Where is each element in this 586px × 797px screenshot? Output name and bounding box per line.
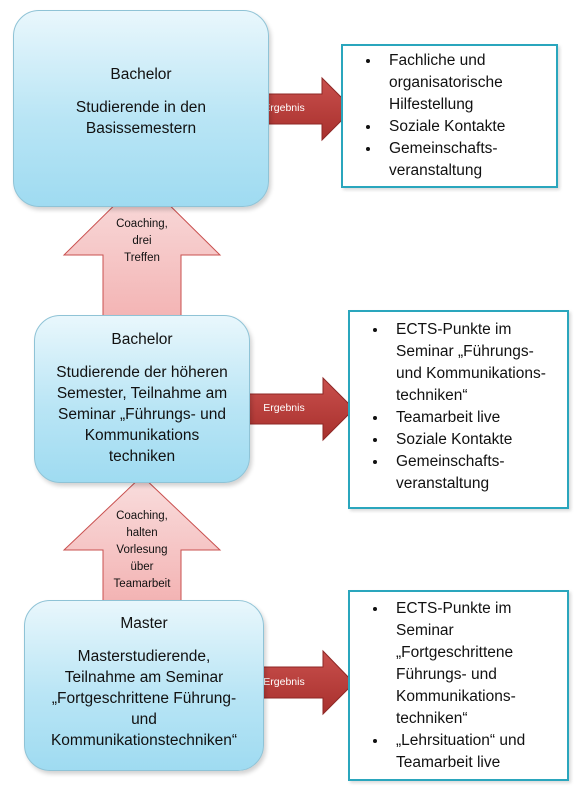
stage-description: Masterstudierende, Teilnahme am Seminar …: [50, 648, 238, 749]
result-item: „Lehrsituation“ und Teamarbeit live: [388, 730, 567, 774]
up-arrow-1: [62, 177, 222, 323]
result-list-3: ECTS-Punkte im Seminar „Fortgeschrittene…: [350, 598, 567, 774]
stage-title: Master: [120, 615, 168, 632]
result-item: ECTS-Punkte im Seminar „Fortgeschrittene…: [388, 598, 567, 730]
result-box-2: ECTS-Punkte im Seminar „Führungs- und Ko…: [348, 310, 569, 509]
result-box-3: ECTS-Punkte im Seminar „Fortgeschrittene…: [348, 590, 569, 781]
stage-box-bachelor-advanced: Bachelor Studierende der höheren Semeste…: [34, 315, 250, 483]
stage-description: Studierende der höheren Semester, Teilna…: [56, 364, 228, 465]
result-item: Soziale Kontakte: [381, 116, 556, 138]
result-list-2: ECTS-Punkte im Seminar „Führungs- und Ko…: [350, 319, 567, 495]
result-arrow-label-2: Ergebnis: [263, 402, 305, 414]
up-arrow-label-2: Coaching, halten Vorlesung über Teamarbe…: [113, 510, 171, 590]
result-item: Soziale Kontakte: [388, 429, 567, 451]
stage-title: Bachelor: [111, 331, 173, 348]
result-item: Fachliche und organisatorische Hilfestel…: [381, 50, 556, 116]
result-item: ECTS-Punkte im Seminar „Führungs- und Ko…: [388, 319, 567, 407]
result-list-1: Fachliche und organisatorische Hilfestel…: [343, 50, 556, 182]
up-arrow-2: [62, 475, 222, 603]
result-item: Teamarbeit live: [388, 407, 567, 429]
stage-box-master: Master Masterstudierende, Teilnahme am S…: [24, 600, 264, 771]
stage-description: Studierende in den Basissemestern: [75, 99, 207, 137]
result-box-1: Fachliche und organisatorische Hilfestel…: [341, 44, 558, 188]
result-arrow-2: [240, 376, 355, 442]
stage-title: Bachelor: [110, 66, 172, 83]
stage-box-bachelor-basic: Bachelor Studierende in den Basissemeste…: [13, 10, 269, 207]
up-arrow-label-1: Coaching, drei Treffen: [116, 218, 168, 264]
result-item: Gemeinschafts- veranstaltung: [388, 451, 567, 495]
result-arrow-label-1: Ergebnis: [263, 102, 305, 114]
result-arrow-label-3: Ergebnis: [263, 676, 305, 688]
result-item: Gemeinschafts- veranstaltung: [381, 138, 556, 182]
